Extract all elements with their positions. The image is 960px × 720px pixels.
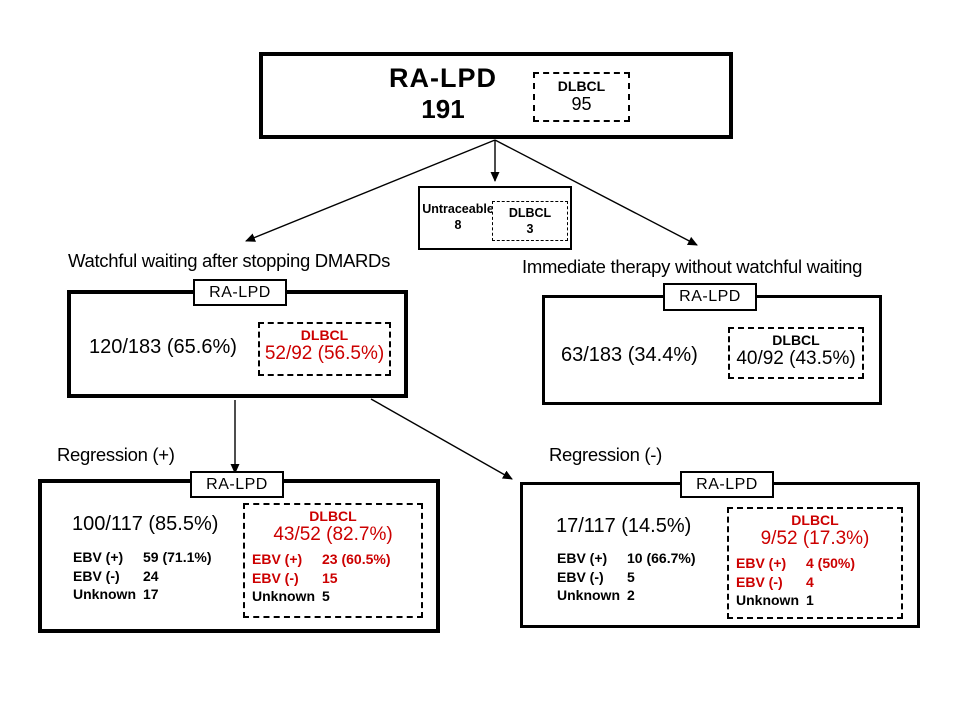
row-label: EBV (-) — [557, 568, 604, 585]
regression-neg-branch-label: Regression (-) — [549, 444, 662, 465]
regression-pos-dlbcl-row-ebv-neg: EBV (-) 15 — [252, 569, 390, 588]
regression-pos-dlbcl-label: DLBCL — [309, 508, 357, 524]
regression-neg-row-ebv-neg: EBV (-) 5 — [557, 568, 695, 587]
row-value: 5 — [627, 568, 635, 585]
row-value: 17 — [143, 586, 159, 602]
root-title: RA-LPD — [389, 63, 497, 93]
row-label: EBV (-) — [73, 567, 120, 584]
row-value: 5 — [322, 588, 330, 604]
row-value: 10 (66.7%) — [627, 550, 696, 566]
immediate-branch-label: Immediate therapy without watchful waiti… — [522, 256, 863, 277]
immediate-dlbcl-value: 40/92 (43.5%) — [736, 348, 856, 369]
watchful-dlbcl-value: 52/92 (56.5%) — [264, 343, 385, 364]
immediate-dlbcl-box: DLBCL 40/92 (43.5%) — [728, 327, 864, 379]
watchful-value: 120/183 (65.6%) — [89, 336, 237, 358]
untraceable-dlbcl-box: DLBCL 3 — [492, 201, 568, 241]
arrow-watchful-to-regression-neg — [370, 398, 513, 480]
regression-pos-row-unknown: Unknown 17 — [73, 585, 211, 604]
regression-pos-branch-label: Regression (+) — [57, 444, 175, 465]
regression-pos-dlbcl-value: 43/52 (82.7%) — [273, 524, 393, 545]
row-value: 2 — [627, 587, 635, 603]
immediate-node: 63/183 (34.4%) DLBCL 40/92 (43.5%) — [542, 295, 882, 405]
regression-pos-tab: RA-LPD — [190, 471, 284, 498]
untraceable-dlbcl-count: 3 — [526, 222, 534, 236]
watchful-tab: RA-LPD — [193, 279, 287, 306]
regression-pos-dlbcl-box: DLBCL 43/52 (82.7%) EBV (+) 23 (60.5%) E… — [243, 503, 423, 618]
row-label: Unknown — [252, 588, 315, 604]
root-count: 191 — [421, 94, 465, 124]
regression-pos-dlbcl-row-ebv-pos: EBV (+) 23 (60.5%) — [252, 550, 390, 569]
regression-neg-dlbcl-value: 9/52 (17.3%) — [760, 528, 870, 549]
row-label: EBV (+) — [252, 551, 303, 567]
row-label: EBV (+) — [736, 555, 787, 571]
regression-neg-node: 17/117 (14.5%) EBV (+) 10 (66.7%) EBV (-… — [520, 482, 920, 628]
row-label: EBV (+) — [73, 549, 124, 565]
root-dlbcl-box: DLBCL 95 — [533, 72, 630, 122]
row-label: EBV (+) — [557, 550, 608, 566]
watchful-branch-label: Watchful waiting after stopping DMARDs — [68, 250, 391, 271]
untraceable-count: 8 — [454, 218, 462, 232]
watchful-dlbcl-label: DLBCL — [300, 327, 349, 343]
row-value: 15 — [322, 569, 338, 586]
row-label: Unknown — [736, 592, 799, 608]
row-label: Unknown — [557, 587, 620, 603]
regression-pos-row-ebv-pos: EBV (+) 59 (71.1%) — [73, 548, 211, 567]
row-label: EBV (-) — [736, 573, 783, 590]
row-value: 1 — [806, 592, 814, 608]
immediate-tab: RA-LPD — [663, 283, 757, 311]
regression-pos-row-ebv-neg: EBV (-) 24 — [73, 567, 211, 586]
immediate-value: 63/183 (34.4%) — [561, 344, 698, 366]
row-label: EBV (-) — [252, 569, 299, 586]
regression-neg-dlbcl-row-ebv-neg: EBV (-) 4 — [736, 573, 855, 592]
untraceable-label: Untraceable — [422, 202, 494, 216]
regression-neg-dlbcl-label: DLBCL — [791, 512, 839, 528]
immediate-dlbcl-label: DLBCL — [772, 332, 820, 348]
regression-neg-row-unknown: Unknown 2 — [557, 586, 695, 605]
row-value: 23 (60.5%) — [322, 551, 391, 567]
regression-neg-dlbcl-row-ebv-pos: EBV (+) 4 (50%) — [736, 554, 855, 573]
regression-pos-value: 100/117 (85.5%) — [72, 513, 219, 535]
row-value: 24 — [143, 567, 159, 584]
watchful-node: 120/183 (65.6%) DLBCL 52/92 (56.5%) — [67, 290, 408, 398]
regression-neg-tab: RA-LPD — [680, 471, 774, 498]
regression-neg-value: 17/117 (14.5%) — [556, 515, 692, 537]
regression-neg-row-ebv-pos: EBV (+) 10 (66.7%) — [557, 549, 695, 568]
root-node: RA-LPD 191 DLBCL 95 — [259, 52, 733, 139]
row-value: 4 — [806, 573, 814, 590]
untraceable-dlbcl-label: DLBCL — [508, 206, 552, 220]
root-dlbcl-count: 95 — [571, 94, 592, 114]
row-value: 59 (71.1%) — [143, 549, 212, 565]
row-label: Unknown — [73, 586, 136, 602]
root-dlbcl-label: DLBCL — [557, 78, 606, 94]
row-value: 4 (50%) — [806, 555, 856, 571]
regression-neg-dlbcl-box: DLBCL 9/52 (17.3%) EBV (+) 4 (50%) EBV (… — [727, 507, 903, 619]
arrow-root-to-immediate — [494, 139, 698, 246]
regression-neg-dlbcl-row-unknown: Unknown 1 — [736, 591, 855, 610]
untraceable-node: Untraceable 8 DLBCL 3 — [418, 186, 572, 250]
watchful-dlbcl-box: DLBCL 52/92 (56.5%) — [258, 322, 391, 376]
regression-pos-dlbcl-row-unknown: Unknown 5 — [252, 587, 390, 606]
arrow-root-to-watchful — [245, 139, 496, 242]
